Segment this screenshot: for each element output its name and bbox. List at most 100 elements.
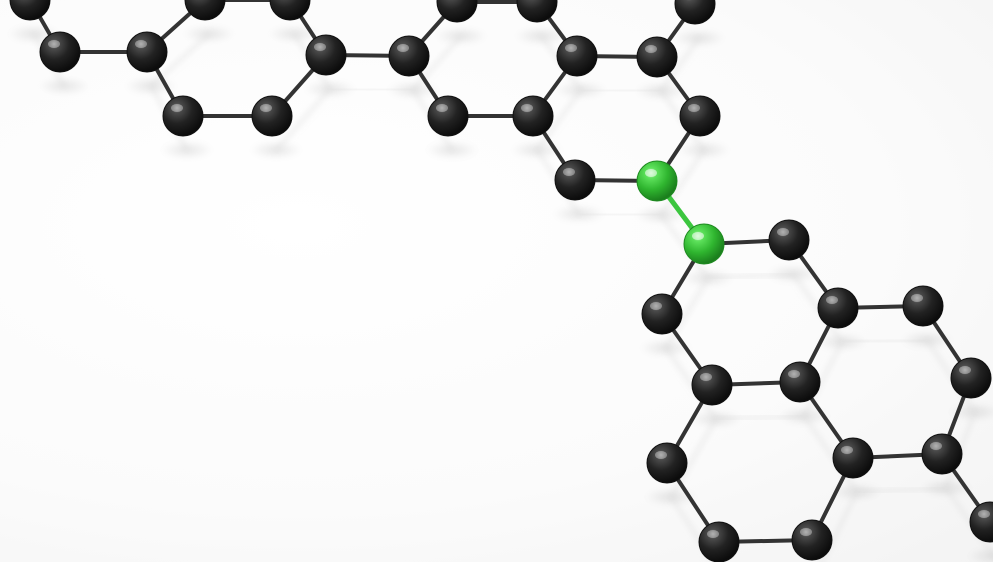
bond-shadow xyxy=(663,346,719,421)
atom-sphere xyxy=(636,36,678,78)
atom-layer xyxy=(9,0,993,562)
atom-specular-highlight xyxy=(700,373,712,381)
bond-shadow xyxy=(578,211,662,218)
atom-sphere xyxy=(646,442,688,484)
atom xyxy=(516,0,558,23)
bond-shadow xyxy=(668,495,717,562)
atom xyxy=(641,293,683,335)
atom xyxy=(251,95,293,137)
atom-sphere xyxy=(921,433,963,475)
atom-specular-highlight xyxy=(48,40,60,48)
atom xyxy=(698,521,740,562)
atom-specular-highlight xyxy=(645,169,657,177)
atom-specular-highlight xyxy=(692,232,704,240)
atom xyxy=(554,159,596,201)
atom-sphere xyxy=(305,34,347,76)
atom-specular-highlight xyxy=(436,104,448,112)
atom xyxy=(691,364,733,406)
atom xyxy=(512,95,554,137)
atom-specular-highlight xyxy=(777,228,789,236)
atom xyxy=(646,442,688,484)
atom-specular-highlight xyxy=(397,44,409,52)
highlighted-atom xyxy=(636,160,678,202)
atom-specular-highlight xyxy=(959,366,971,374)
highlighted-atom-sphere xyxy=(683,223,725,265)
atom-sphere xyxy=(679,95,721,137)
atom-sphere xyxy=(691,364,733,406)
atom-sphere xyxy=(436,0,478,23)
bond-shadow xyxy=(715,413,805,422)
atom-sphere xyxy=(126,31,168,73)
atom xyxy=(427,95,469,137)
atom-sphere xyxy=(641,293,683,335)
atom-sphere xyxy=(791,519,833,561)
bond-shadow xyxy=(580,87,662,94)
atom-specular-highlight xyxy=(521,104,533,112)
atom xyxy=(832,437,874,479)
atom-specular-highlight xyxy=(563,168,575,176)
atom-sphere xyxy=(9,0,51,21)
bond-shadow xyxy=(329,86,414,93)
atom-specular-highlight xyxy=(565,44,577,52)
atom-sphere xyxy=(817,287,859,329)
atom xyxy=(9,0,51,21)
bond-shadow xyxy=(801,414,860,494)
highlighted-atom xyxy=(683,223,725,265)
atom-sphere xyxy=(39,31,81,73)
atom-specular-highlight xyxy=(800,528,812,536)
atom xyxy=(305,34,347,76)
atom-specular-highlight xyxy=(688,104,700,112)
atom xyxy=(269,0,311,21)
atom xyxy=(636,36,678,78)
atom xyxy=(817,287,859,329)
bond-shadow xyxy=(856,485,947,495)
atom xyxy=(674,0,716,25)
atom-specular-highlight xyxy=(314,43,326,51)
atom-sphere xyxy=(269,0,311,21)
atom-specular-highlight xyxy=(260,104,272,112)
atom-sphere xyxy=(554,159,596,201)
atom xyxy=(779,361,821,403)
atom xyxy=(768,219,810,261)
atom xyxy=(679,95,721,137)
bond-shadow xyxy=(411,34,463,92)
atom-specular-highlight xyxy=(655,451,667,459)
atom xyxy=(184,0,226,21)
atom xyxy=(902,285,944,327)
atom xyxy=(388,35,430,77)
atom xyxy=(969,501,993,543)
atom-shadow xyxy=(968,547,993,562)
atom-sphere xyxy=(698,521,740,562)
atom-sphere xyxy=(832,437,874,479)
shadow-layer xyxy=(8,25,993,562)
bond-shadow xyxy=(663,276,711,350)
atom-sphere xyxy=(950,357,992,399)
atom-specular-highlight xyxy=(841,446,853,454)
bond-shadow xyxy=(707,271,794,281)
atom-specular-highlight xyxy=(788,370,800,378)
atom-specular-highlight xyxy=(650,302,662,310)
bond-shadow xyxy=(534,88,584,152)
atom-specular-highlight xyxy=(978,510,990,518)
atom-sphere xyxy=(427,95,469,137)
atom xyxy=(39,31,81,73)
bond-shadow xyxy=(819,490,860,562)
atom xyxy=(162,95,204,137)
atom-sphere xyxy=(674,0,716,25)
atom-specular-highlight xyxy=(826,296,838,304)
atom xyxy=(556,35,598,77)
bond-shadow xyxy=(658,36,702,93)
atom-specular-highlight xyxy=(930,442,942,450)
atom-sphere xyxy=(184,0,226,21)
atom-sphere xyxy=(388,35,430,77)
atom-sphere xyxy=(768,219,810,261)
atom-sphere xyxy=(162,95,204,137)
atom xyxy=(126,31,168,73)
atom-sphere xyxy=(516,0,558,23)
atom-sphere xyxy=(556,35,598,77)
atom-specular-highlight xyxy=(645,45,657,53)
bond-shadow xyxy=(658,148,707,217)
atom-sphere xyxy=(902,285,944,327)
